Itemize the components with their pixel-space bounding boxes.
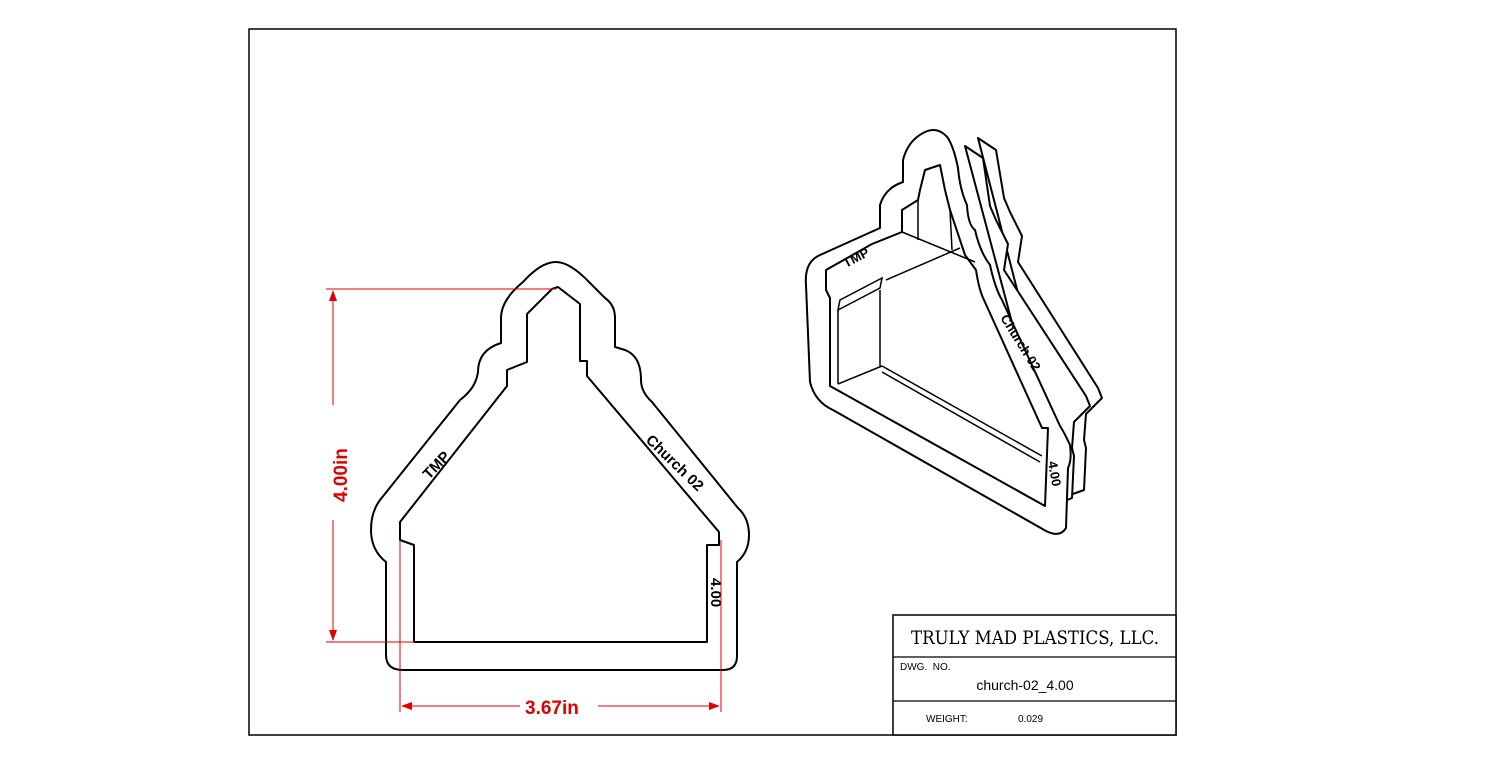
cutter-outer-outline <box>370 261 750 671</box>
height-dimension-text: 4.00in <box>331 448 352 502</box>
front-size-text: 4.00 <box>707 578 724 607</box>
front-name-text: Church 02 <box>642 432 707 495</box>
dwg-no-label: DWG. NO. <box>900 662 951 673</box>
dwg-no-value: church-02_4.00 <box>976 677 1074 693</box>
iso-inner-wall <box>836 276 884 312</box>
isometric-view: TMP Church 02 4.00 <box>804 129 1103 535</box>
front-brand-text: TMP <box>420 448 454 483</box>
width-dimension-text: 3.67in <box>525 698 579 719</box>
iso-back-rim-1 <box>964 145 1091 504</box>
title-block: TRULY MAD PLASTICS, LLC. DWG. NO. church… <box>892 614 1177 736</box>
iso-inner-floor <box>837 200 1043 457</box>
weight-label: WEIGHT: <box>926 714 968 725</box>
company-name: TRULY MAD PLASTICS, LLC. <box>911 627 1159 649</box>
sheet-border <box>248 28 1177 736</box>
front-view: TMP Church 02 4.00 4.00in 3.67in <box>326 261 750 719</box>
iso-cutter-outer-outline <box>804 129 1072 535</box>
weight-value: 0.029 <box>1018 714 1043 725</box>
iso-cutter-inner-outline <box>825 164 1049 507</box>
width-dimension: 3.67in <box>399 540 722 719</box>
cutter-inner-outline <box>399 286 720 643</box>
height-dimension: 4.00in <box>326 288 556 643</box>
iso-size-text: 4.00 <box>1045 460 1064 488</box>
iso-wall-shading <box>881 209 1041 463</box>
